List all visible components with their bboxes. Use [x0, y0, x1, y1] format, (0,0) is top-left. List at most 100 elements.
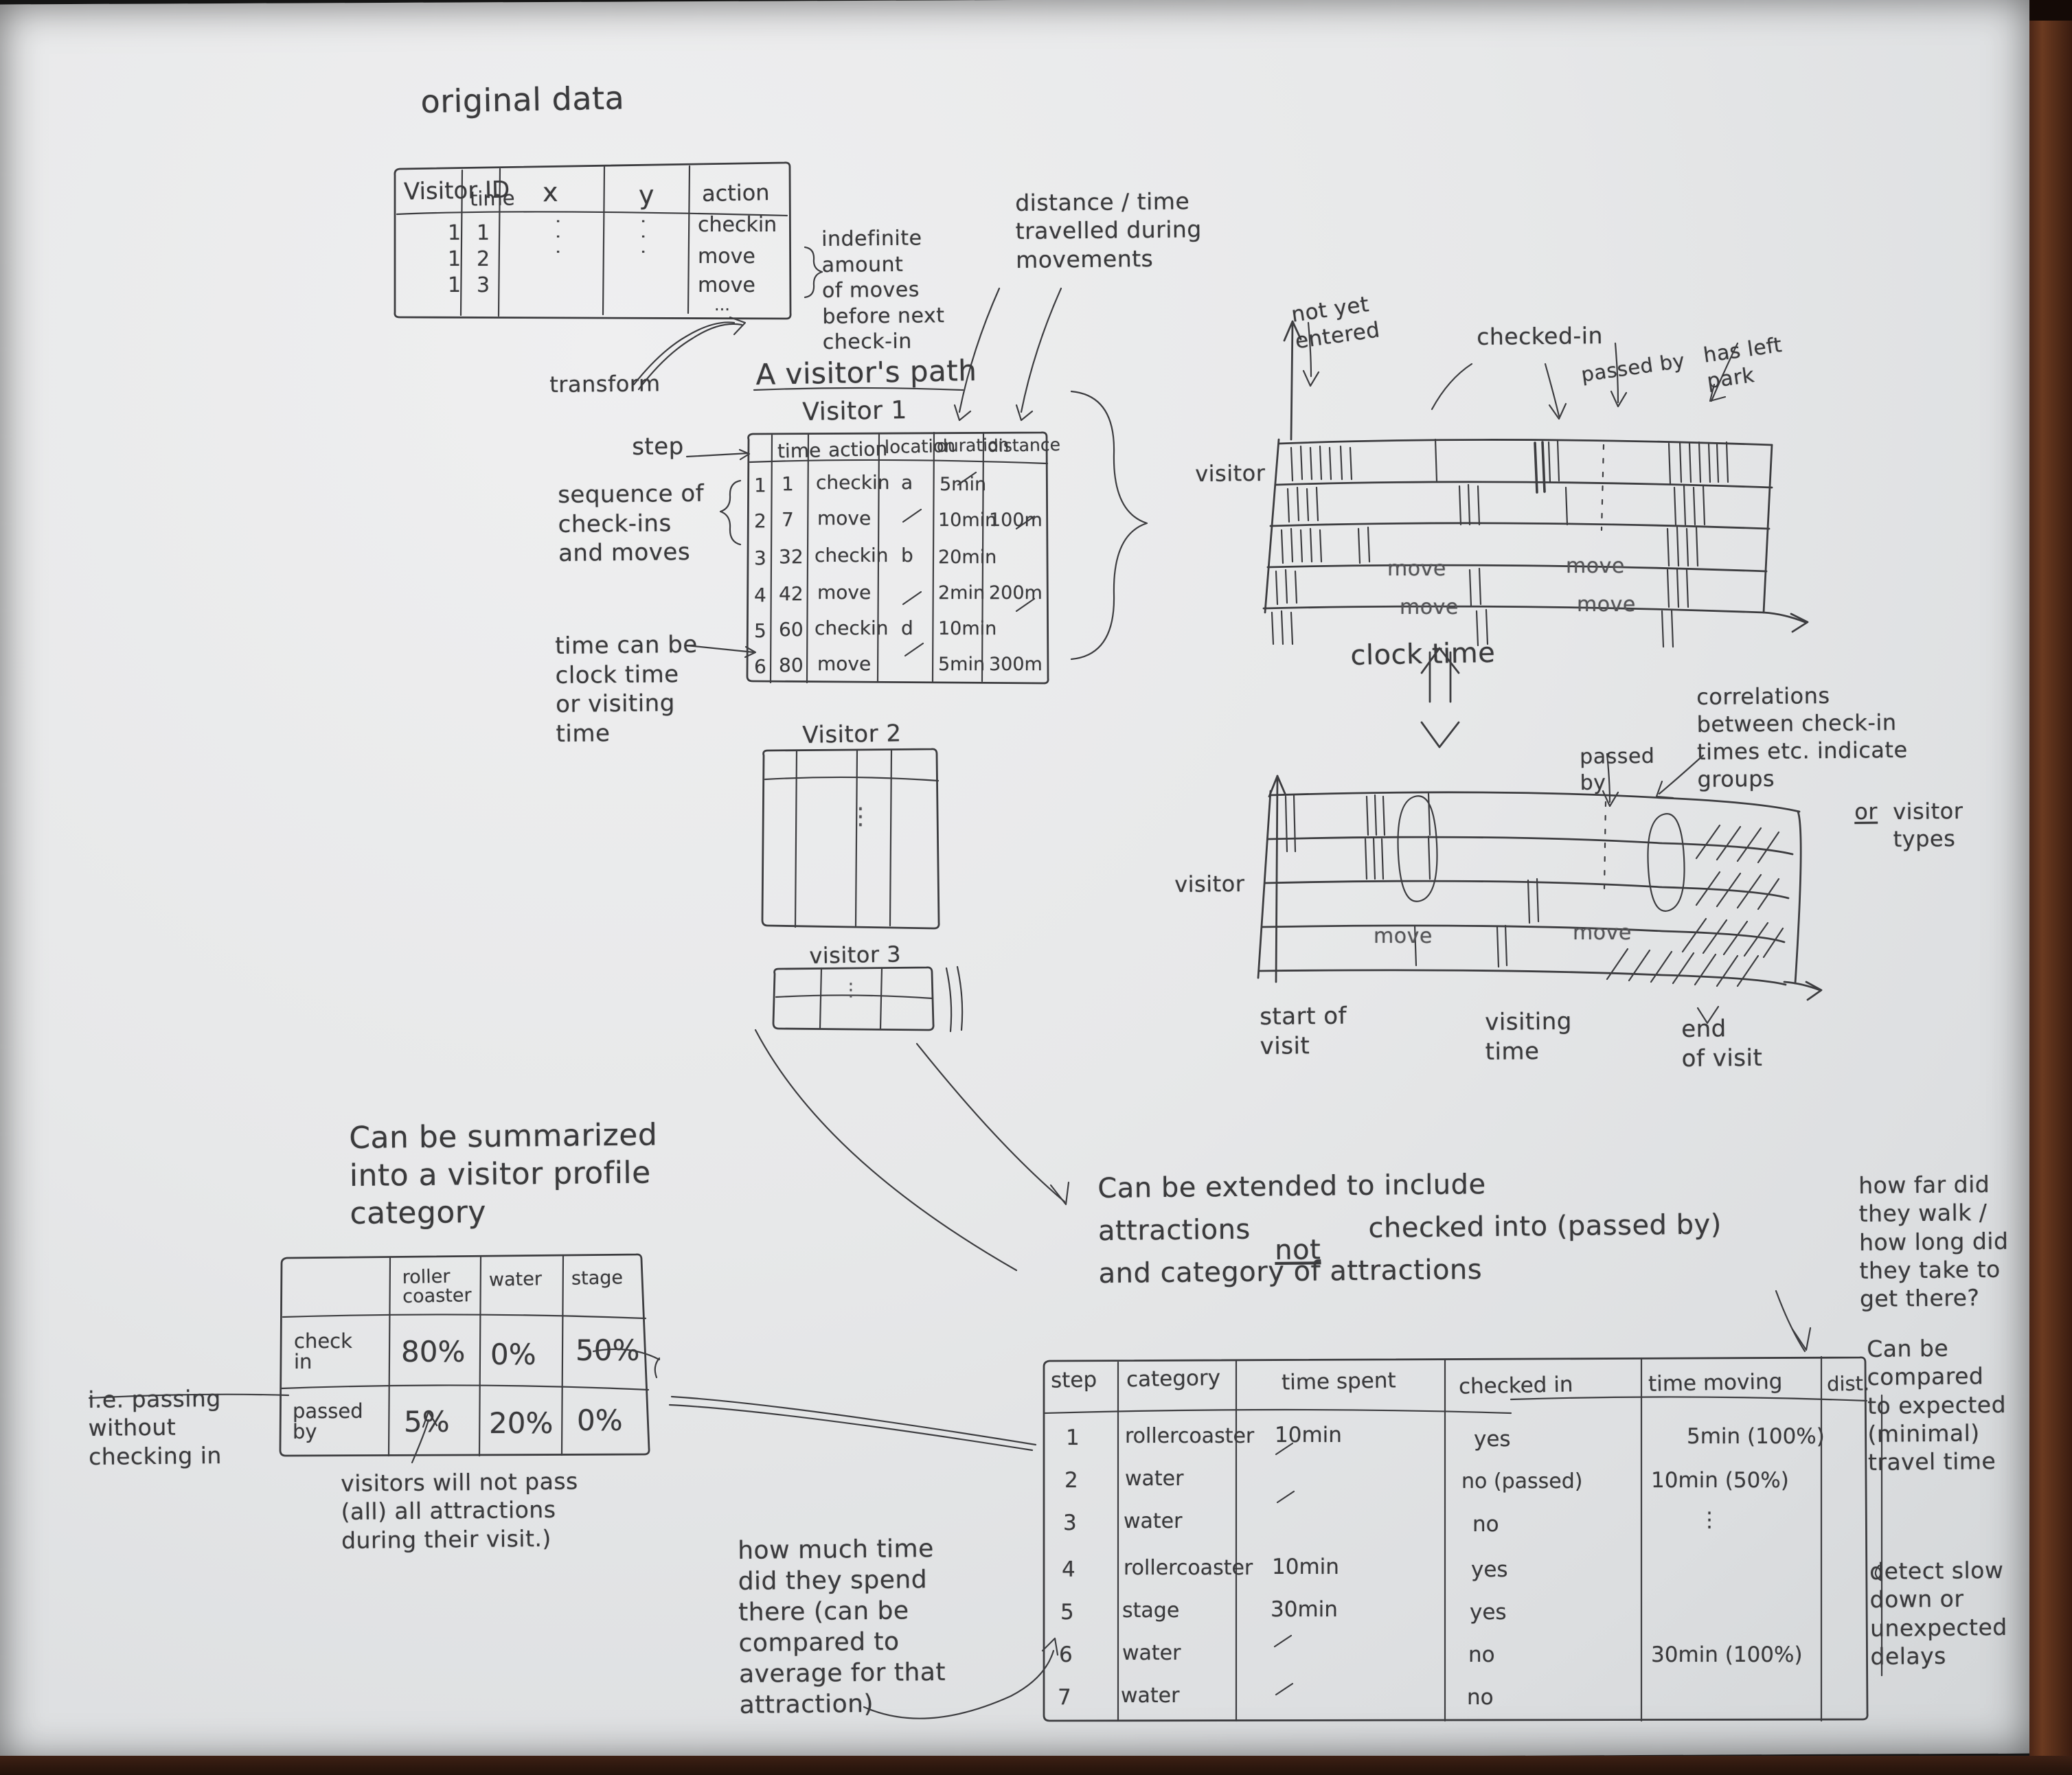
cell: 4	[1062, 1557, 1075, 1582]
cell: checkin	[698, 213, 777, 237]
profile-col-stage: stage	[571, 1267, 624, 1290]
segment-move-5: move	[1374, 924, 1433, 948]
cell: 7	[1058, 1685, 1071, 1710]
cell: 3	[1063, 1511, 1077, 1535]
cell: move	[817, 581, 872, 604]
ext-col-dist: dist.	[1826, 1371, 1870, 1396]
not-all-attractions-note: visitors will not pass (all) all attract…	[341, 1467, 578, 1554]
segment-move-3: move	[1400, 595, 1459, 619]
cell: 100m	[989, 509, 1043, 531]
cell: no	[1467, 1685, 1494, 1710]
time-note: time can be clock time or visiting time	[555, 630, 698, 748]
cell: 0%	[490, 1338, 536, 1371]
cell: 200m	[989, 582, 1043, 604]
extended-not-emphasis: not	[1275, 1234, 1321, 1266]
cell: ...	[637, 218, 658, 264]
cell: ...	[714, 295, 730, 314]
cell: move	[817, 652, 872, 675]
how-much-time-note: how much time did they spend there (can …	[738, 1535, 946, 1719]
cell: stage	[1122, 1599, 1180, 1623]
vp-col-distance: distance	[987, 434, 1061, 457]
cell: 5min	[940, 474, 987, 495]
profile-row-passed-by: passed by	[293, 1399, 363, 1444]
cell: 1	[782, 472, 794, 495]
profile-col-water: water	[488, 1268, 543, 1291]
cell: yes	[1470, 1600, 1507, 1625]
cell: 6	[1059, 1642, 1073, 1667]
transform-label: transform	[549, 370, 661, 398]
cell: 300m	[989, 654, 1043, 675]
cell: checkin	[816, 471, 890, 494]
cell: 5	[754, 619, 766, 642]
cell: 10min	[1272, 1555, 1339, 1579]
segment-move-4: move	[1577, 593, 1636, 617]
visitor3-ellipsis: ⋮	[842, 980, 861, 1000]
callout-checked-in: checked-in	[1477, 322, 1604, 350]
cell: checkin	[815, 617, 889, 639]
cell: yes	[1471, 1557, 1508, 1582]
original-col-x: x	[542, 176, 558, 208]
cell: 1	[448, 273, 462, 297]
cell: 32	[779, 545, 804, 568]
cell: 50%	[576, 1333, 640, 1367]
cell: checkin	[815, 544, 889, 566]
segment-move-6: move	[1573, 921, 1632, 945]
vp-col-time: time	[777, 439, 821, 463]
cell: d	[901, 617, 913, 639]
correlations-tail: visitor types	[1893, 797, 1963, 852]
tick-visiting-time: visiting time	[1485, 1007, 1573, 1066]
compared-note: Can be compared to expected (minimal) tr…	[1867, 1334, 2007, 1476]
cell: 1	[477, 221, 490, 245]
summarized-note: Can be summarized into a visitor profile…	[349, 1117, 658, 1231]
cell: water	[1121, 1684, 1180, 1708]
callout-passed-by-2: passed by	[1580, 744, 1655, 795]
cell: ...	[552, 218, 573, 264]
desk-edge-bottom	[0, 1756, 2072, 1775]
visitor-path-title: A visitor's path	[755, 353, 977, 391]
cell: 10min	[1275, 1423, 1342, 1447]
cell: 80%	[401, 1335, 466, 1369]
cell: 30min	[1271, 1597, 1338, 1622]
cell: 6	[754, 655, 766, 678]
timeline-top-axis-label: visitor	[1195, 459, 1266, 487]
ext-col-time-moving: time moving	[1648, 1369, 1783, 1397]
cell: 80	[779, 654, 804, 676]
cell: 7	[782, 508, 794, 531]
tick-start-of-visit: start of visit	[1260, 1002, 1347, 1060]
indefinite-moves-note: indefinite amount of moves before next c…	[821, 226, 945, 354]
clock-time-label: clock time	[1350, 637, 1496, 672]
paper-background	[0, 0, 2029, 1763]
ext-col-checked-in: checked in	[1458, 1372, 1573, 1399]
vp-col-action: action	[828, 437, 888, 461]
visitor2-title: Visitor 2	[802, 720, 902, 749]
visitor3-title: visitor 3	[809, 941, 902, 969]
cell: 5min	[938, 654, 986, 675]
cell: 3	[477, 273, 490, 297]
cell: rollercoaster	[1124, 1556, 1253, 1580]
cell: 2min	[938, 582, 986, 604]
cell: 2	[754, 509, 766, 532]
sequence-note: sequence of check-ins and moves	[558, 479, 705, 567]
original-col-time: time	[469, 186, 515, 211]
cell: no	[1472, 1512, 1499, 1537]
cell: 2	[1065, 1468, 1078, 1493]
timeline-bottom-axis-label: visitor	[1174, 870, 1245, 897]
visitor-path-subtitle: Visitor 1	[802, 396, 908, 426]
correlations-note: correlations between check-in times etc.…	[1696, 682, 1908, 792]
cell: 10min (50%)	[1651, 1468, 1789, 1493]
original-col-action: action	[701, 179, 770, 207]
cell: 1	[1066, 1425, 1080, 1450]
cell: a	[901, 471, 913, 494]
cell: water	[1122, 1641, 1181, 1665]
segment-move-1: move	[1387, 557, 1446, 581]
cell: 3	[754, 547, 766, 569]
cell: ⋮	[1699, 1508, 1720, 1532]
original-col-y: y	[638, 179, 654, 211]
cell: 10min	[938, 509, 997, 531]
cell: 30min (100%)	[1651, 1642, 1803, 1667]
cell: 1	[754, 474, 766, 496]
cell: 5min (100%)	[1687, 1424, 1825, 1449]
visitor2-ellipsis: ⋮	[849, 803, 873, 830]
cell: 5%	[404, 1405, 450, 1439]
cell: 5	[1060, 1600, 1074, 1625]
